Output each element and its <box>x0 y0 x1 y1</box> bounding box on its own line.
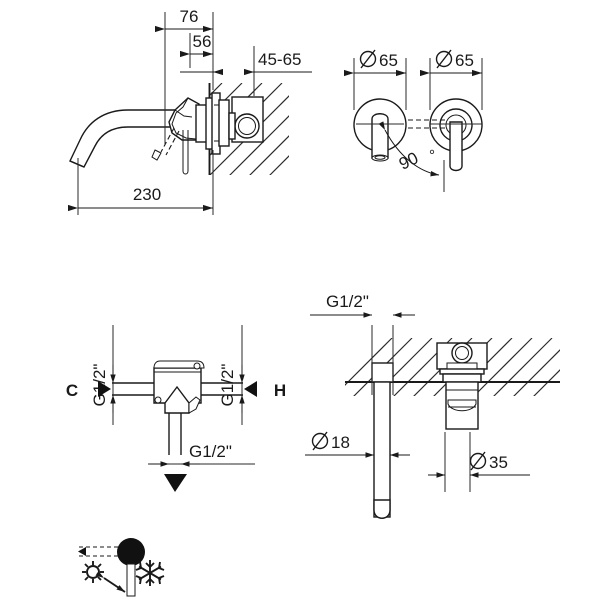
dimension-230-label: 230 <box>133 185 161 204</box>
front-elevation-view: 65 65 90 ° <box>344 49 483 192</box>
port-hot-label: H <box>274 381 286 400</box>
diameter-symbol-right <box>435 49 453 69</box>
valve-body-shape <box>153 360 205 414</box>
cartridge-block-side <box>228 96 264 143</box>
diameter-symbol-left <box>359 49 377 69</box>
dimension-diameter-18-label: 18 <box>331 433 350 452</box>
thread-spout-label: G1/2" <box>326 292 369 311</box>
diameter-symbol-18 <box>311 431 329 451</box>
hot-flow-arrow-icon <box>244 381 257 397</box>
thread-outlet-label: G1/2" <box>189 442 232 461</box>
dimension-45-65-label: 45-65 <box>258 50 301 69</box>
dimension-diameter-35-label: 35 <box>489 453 508 472</box>
valve-assembly-section <box>436 342 488 430</box>
concealed-valve-body-view: G1/2" C G1/2" H G1/2" <box>66 325 286 492</box>
side-elevation-view: 76 56 45-65 230 <box>68 7 312 215</box>
arrow-rotate-icon <box>95 571 126 593</box>
diameter-symbol-35 <box>469 451 487 471</box>
thread-hot-label: G1/2" <box>218 364 237 407</box>
dimension-thread-spout: G1/2" <box>310 292 415 395</box>
valve-barrel-side <box>195 92 230 155</box>
sun-icon <box>82 561 104 583</box>
dimension-diameter-65-right-label: 65 <box>455 51 474 70</box>
port-cold-label: C <box>66 381 78 400</box>
dimension-diameter-35: 35 <box>428 432 530 492</box>
lever-operation-legend <box>78 538 165 597</box>
dimension-76-label: 76 <box>180 7 199 26</box>
wall-section-view: G1/2" 18 35 <box>305 292 560 519</box>
spout-escutcheon-front <box>353 98 407 162</box>
dimension-diameter-18: 18 <box>305 431 410 458</box>
port-outlet: G1/2" <box>148 413 255 492</box>
cold-flow-arrow-icon <box>98 381 111 397</box>
dimension-230: 230 <box>68 185 213 212</box>
port-hot: G1/2" H <box>201 325 286 425</box>
extension-lines-front <box>353 58 483 110</box>
lever-handle-side <box>168 97 200 141</box>
dimension-56: 56 <box>180 32 213 58</box>
snowflake-icon <box>135 560 165 586</box>
handle-escutcheon-front <box>429 98 483 172</box>
dimension-76: 76 <box>155 7 213 33</box>
dimension-45-65: 45-65 <box>180 50 312 76</box>
dimension-diameter-65-right: 65 <box>420 49 482 77</box>
port-cold: G1/2" C <box>66 325 154 425</box>
angle-degree-symbol: ° <box>429 147 435 164</box>
spout-tube-section <box>371 362 394 519</box>
outlet-flow-arrow-icon <box>164 474 187 492</box>
dimension-56-label: 56 <box>193 32 212 51</box>
dimension-diameter-65-left: 65 <box>344 49 406 77</box>
lever-icon <box>117 538 145 597</box>
lever-alternate-position <box>151 127 189 175</box>
dimension-diameter-65-left-label: 65 <box>379 51 398 70</box>
